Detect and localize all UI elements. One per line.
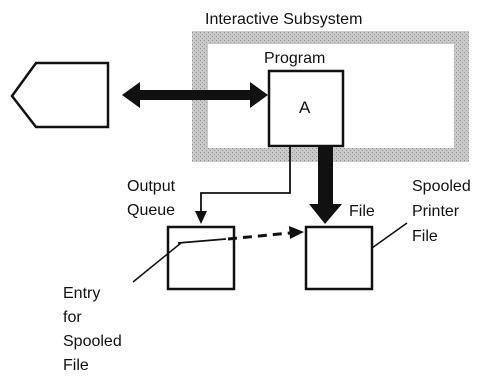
output-queue-box <box>166 225 236 291</box>
spooled-printer-file-label-line1: Spooled <box>412 178 471 195</box>
program-to-file-arrow <box>309 146 342 224</box>
entry-pointer-arrow <box>177 226 304 244</box>
display-station-icon <box>10 61 110 129</box>
entry-label-line4: File <box>63 357 89 374</box>
subsystem-title: Interactive Subsystem <box>205 11 362 28</box>
display-program-arrow <box>122 82 268 108</box>
spooled-file-box <box>304 225 374 291</box>
entry-label-line1: Entry <box>63 285 100 302</box>
program-letter: A <box>299 98 311 117</box>
spooled-printer-file-label-line2: Printer <box>412 203 460 220</box>
program-title: Program <box>264 50 325 67</box>
program-box <box>267 69 345 148</box>
entry-label-line2: for <box>63 309 82 326</box>
file-label: File <box>349 203 375 220</box>
entry-leader-line <box>132 242 182 283</box>
spooled-printer-file-label-line3: File <box>412 228 438 245</box>
printer-file-leader-line <box>371 222 408 249</box>
entry-label-line3: Spooled <box>63 333 122 350</box>
queue-connector-arrow <box>195 146 291 224</box>
output-queue-label-line1: Output <box>127 178 176 195</box>
output-queue-label-line2: Queue <box>127 202 175 219</box>
